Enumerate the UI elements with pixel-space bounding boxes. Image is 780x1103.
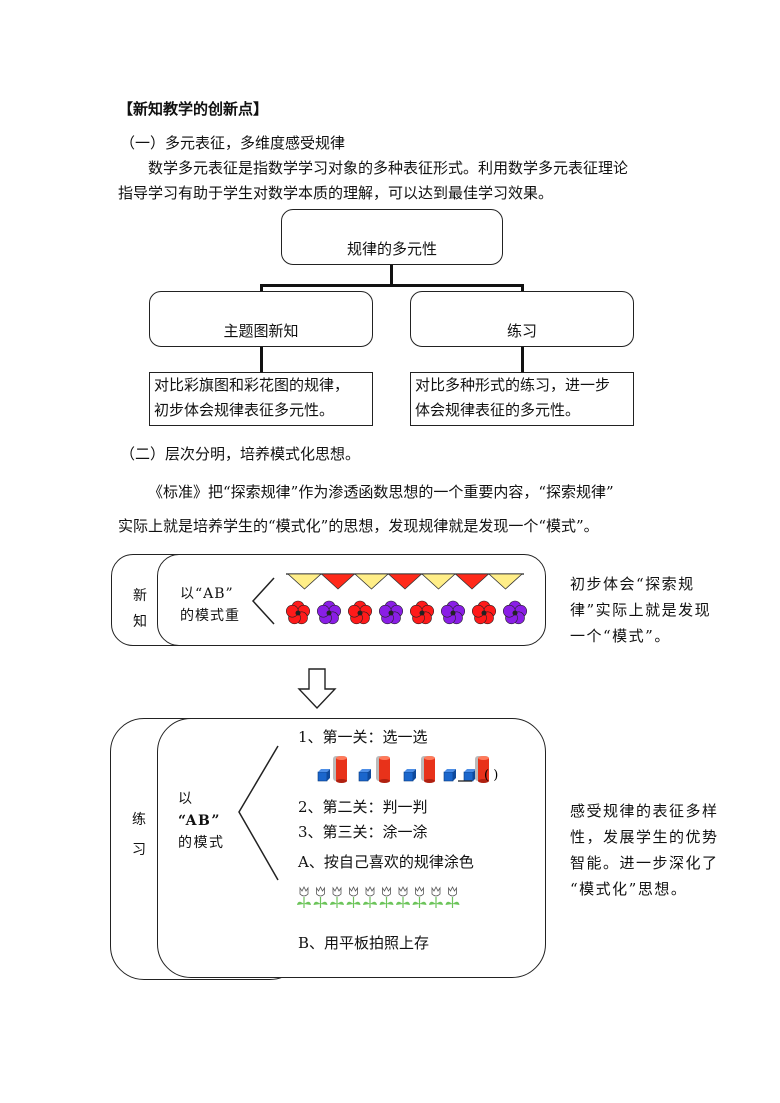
flower-icon xyxy=(378,600,404,625)
flag-icon xyxy=(387,573,423,590)
flower-icon xyxy=(347,600,373,625)
flower-icon xyxy=(285,600,311,625)
flower-icon xyxy=(471,600,497,625)
side-note-line: 智能。进一步深化了 xyxy=(570,854,719,872)
side-note-line: 初步体会“探索规 xyxy=(570,575,695,593)
flag-icon xyxy=(487,573,524,590)
diagram-root-box: 规律的多元性 xyxy=(281,209,503,265)
tulip-icon xyxy=(363,886,377,908)
panel2-side-note: 感受规律的表征多样 性，发展学生的优势 智能。进一步深化了 “模式化”思想。 xyxy=(570,798,719,902)
tulip-icon xyxy=(330,886,344,908)
flag-icon xyxy=(454,573,490,590)
diagram-root-label: 规律的多元性 xyxy=(346,239,437,258)
tab-char: 习 xyxy=(132,842,146,858)
page-heading: 【新知教学的创新点】 xyxy=(118,100,269,118)
panel-tab-label: 练 习 xyxy=(131,805,147,865)
pattern-label-line1: 以 xyxy=(178,791,194,807)
flower-icon xyxy=(502,600,528,625)
tulip-icon xyxy=(429,886,443,908)
diagram-left-desc-line2: 初步体会规律表征多元性。 xyxy=(154,401,335,419)
flag-and-flower-patterns xyxy=(251,573,528,625)
cylinder-icon xyxy=(333,756,347,783)
flower-row xyxy=(285,600,528,625)
connector-line xyxy=(260,347,263,373)
flower-icon xyxy=(409,600,435,625)
tulip-icon xyxy=(313,886,328,908)
cube-icon xyxy=(358,769,371,782)
cube-icon xyxy=(317,769,330,782)
diagram-right-desc-line2: 体会规律表征的多元性。 xyxy=(415,401,581,419)
tulip-icon xyxy=(412,886,427,908)
tab-char: 新 xyxy=(133,588,147,604)
side-note-line: “模式化”思想。 xyxy=(570,880,688,898)
pattern-label: 以 “AB” 的模式 xyxy=(178,788,225,854)
section1-title: （一）多元表征，多维度感受规律 xyxy=(120,134,346,152)
section2-para-line1: 《标准》把“探索规律”作为渗透函数思想的一个重要内容，“探索规律” xyxy=(148,483,614,501)
brace-icon xyxy=(251,577,275,625)
blank-paren: ( ) xyxy=(484,768,498,783)
tulip-icon xyxy=(445,886,460,908)
diagram-right-desc-line1: 对比多种形式的练习，进一步 xyxy=(415,376,611,394)
flag-row xyxy=(286,573,524,590)
flag-icon xyxy=(320,573,356,590)
tulip-icons xyxy=(297,886,460,908)
practice-item-2: 2、第二关：判一判 xyxy=(298,798,428,816)
practice-item-b: B、用平板拍照上存 xyxy=(298,934,430,952)
section1-para-line1: 数学多元表征是指数学学习对象的多种表征形式。利用数学多元表征理论 xyxy=(148,159,629,177)
brace-icon xyxy=(238,745,279,881)
connector-line xyxy=(260,284,263,292)
side-note-line: 律”实际上就是发现 xyxy=(570,601,712,619)
connector-line xyxy=(261,284,524,287)
practice-item-1: 1、第一关：选一选 xyxy=(298,728,428,746)
section1-para-line2: 指导学习有助于学生对数学本质的理解，可以达到最佳学习效果。 xyxy=(118,184,554,202)
section2-title: （二）层次分明，培养模式化思想。 xyxy=(120,445,361,463)
flag-icon xyxy=(286,573,323,590)
tulip-row xyxy=(297,886,460,908)
cube-icon xyxy=(463,769,476,782)
diagram-left-desc-box: 对比彩旗图和彩花图的规律， 初步体会规律表征多元性。 xyxy=(149,372,373,426)
side-note-line: 性，发展学生的优势 xyxy=(570,828,719,846)
diagram-left-desc-line1: 对比彩旗图和彩花图的规律， xyxy=(154,376,350,394)
panel-front-card xyxy=(157,554,546,646)
connector-line xyxy=(390,265,393,286)
tulip-icon xyxy=(297,886,311,908)
tab-char: 练 xyxy=(132,812,146,828)
panel-tab-label: 新 知 xyxy=(132,583,148,635)
section2-para-line2: 实际上就是培养学生的“模式化”的思想，发现规律就是发现一个“模式”。 xyxy=(118,517,599,535)
diagram-right-label: 练习 xyxy=(506,321,537,340)
pattern-label-line2: 的模式重 xyxy=(180,608,240,624)
cylinder-icon xyxy=(376,756,390,783)
tab-char: 知 xyxy=(133,614,147,630)
flag-icon xyxy=(353,573,390,590)
pattern-label-line2: “AB” xyxy=(178,813,221,829)
diagram-right-desc-box: 对比多种形式的练习，进一步 体会规律表征的多元性。 xyxy=(410,372,634,426)
tulip-icon xyxy=(379,886,394,908)
block-cylinder-row xyxy=(317,756,489,783)
down-arrow-icon xyxy=(297,668,337,710)
pattern-label-line1: 以“AB” xyxy=(180,586,234,602)
connector-line xyxy=(521,347,524,373)
flower-icon xyxy=(440,600,466,625)
cube-icon xyxy=(443,769,456,782)
pattern-label-line3: 的模式 xyxy=(178,835,225,851)
cylinder-icon xyxy=(475,756,489,783)
flag-icon xyxy=(420,573,457,590)
side-note-line: 感受规律的表征多样 xyxy=(570,802,719,820)
cube-icon xyxy=(403,769,416,782)
panel1-side-note: 初步体会“探索规 律”实际上就是发现 一个“模式”。 xyxy=(570,571,711,649)
tulip-icon xyxy=(346,886,361,908)
pattern-label: 以“AB” 的模式重 xyxy=(180,583,240,627)
flower-icon xyxy=(316,600,342,625)
cylinder-icon xyxy=(421,756,435,783)
diagram-left-box: 主题图新知 xyxy=(149,291,373,347)
diagram-right-box: 练习 xyxy=(410,291,634,347)
practice-item-3: 3、第三关：涂一涂 xyxy=(298,823,428,841)
connector-line xyxy=(521,284,524,292)
tulip-icon xyxy=(396,886,410,908)
diagram-left-label: 主题图新知 xyxy=(223,321,299,340)
block-cylinder-pattern: ( ) xyxy=(317,756,498,783)
practice-item-a: A、按自己喜欢的规律涂色 xyxy=(298,853,474,871)
side-note-line: 一个“模式”。 xyxy=(570,627,671,645)
